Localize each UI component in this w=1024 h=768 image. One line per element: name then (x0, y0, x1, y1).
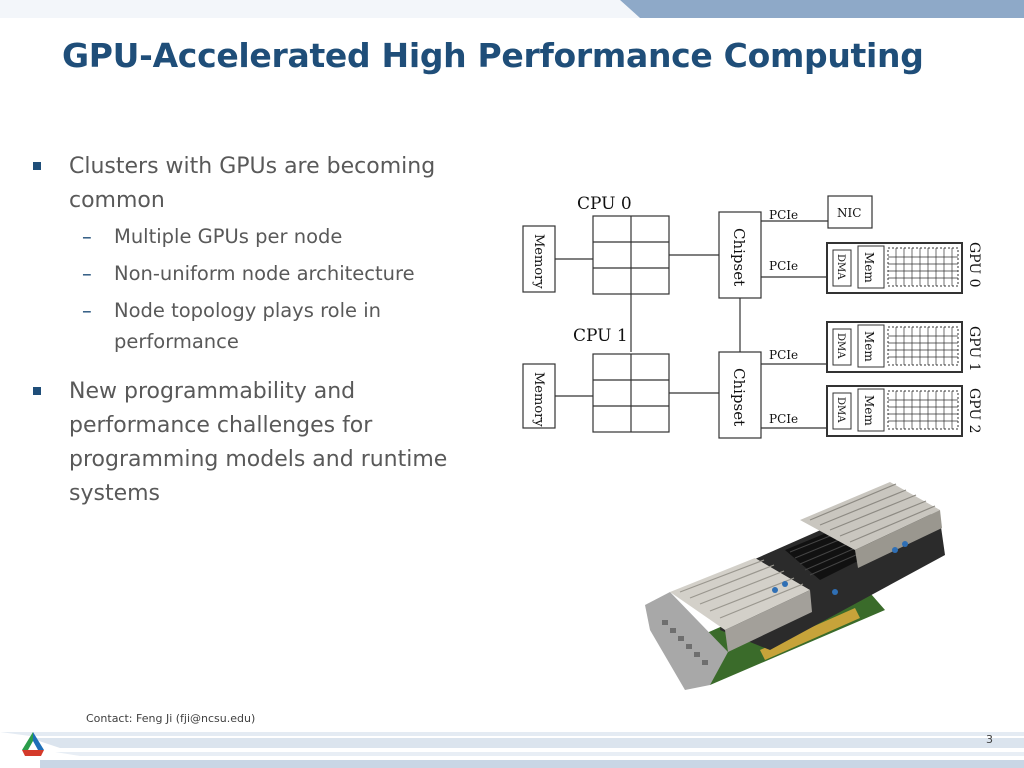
cpu1-label: CPU 1 (573, 326, 628, 346)
bullet-list: Clusters with GPUs are becoming common –… (30, 150, 480, 511)
dma-label: DMA (835, 397, 846, 423)
dash-bullet-icon: – (82, 262, 92, 285)
gpu1-label: GPU 1 (966, 326, 982, 372)
memory1-label: Memory (531, 372, 546, 427)
sub-bullet-item: – Node topology plays role in performanc… (30, 295, 480, 357)
argonne-logo-icon (22, 732, 44, 756)
slide-title: GPU-Accelerated High Performance Computi… (62, 36, 924, 75)
bullet-text: New programmability and performance chal… (69, 379, 448, 506)
gpu2-label: GPU 2 (966, 388, 982, 434)
page-number: 3 (986, 733, 993, 746)
memory0-label: Memory (531, 234, 546, 289)
pcie-label: PCIe (769, 412, 798, 426)
node-topology-diagram: CPU 0 CPU 1 Memory Memory Chipset Chipse… (522, 194, 982, 439)
sub-bullet-text: Non-uniform node architecture (114, 262, 415, 285)
sub-bullet-item: – Non-uniform node architecture (30, 258, 480, 289)
dma-label: DMA (835, 333, 846, 359)
pcie-label: PCIe (769, 208, 798, 222)
cpu0-label: CPU 0 (577, 194, 632, 214)
bullet-text: Clusters with GPUs are becoming common (69, 154, 436, 213)
dash-bullet-icon: – (82, 299, 92, 322)
bullet-item: Clusters with GPUs are becoming common (30, 150, 480, 218)
gpu-mem-label: Mem (862, 252, 876, 283)
footer-accent-band (0, 732, 1024, 768)
nic-label: NIC (837, 206, 861, 220)
square-bullet-icon (33, 387, 41, 395)
pcie-label: PCIe (769, 259, 798, 273)
header-accent-band (0, 0, 1024, 18)
footer-contact: Contact: Feng Ji (fji@ncsu.edu) (86, 712, 256, 725)
gpu-mem-label: Mem (862, 331, 876, 362)
chipset1-label: Chipset (730, 368, 748, 426)
gpu-mem-label: Mem (862, 395, 876, 426)
gpu-card-image (645, 482, 945, 690)
sub-bullet-text: Multiple GPUs per node (114, 225, 343, 248)
gpu0-label: GPU 0 (966, 242, 982, 288)
chipset0-label: Chipset (730, 228, 748, 286)
square-bullet-icon (33, 162, 41, 170)
sub-bullet-list: – Multiple GPUs per node – Non-uniform n… (30, 221, 480, 357)
dash-bullet-icon: – (82, 225, 92, 248)
sub-bullet-text: Node topology plays role in performance (114, 299, 381, 353)
dma-label: DMA (835, 254, 846, 280)
sub-bullet-item: – Multiple GPUs per node (30, 221, 480, 252)
bullet-item: New programmability and performance chal… (30, 375, 480, 511)
pcie-label: PCIe (769, 348, 798, 362)
